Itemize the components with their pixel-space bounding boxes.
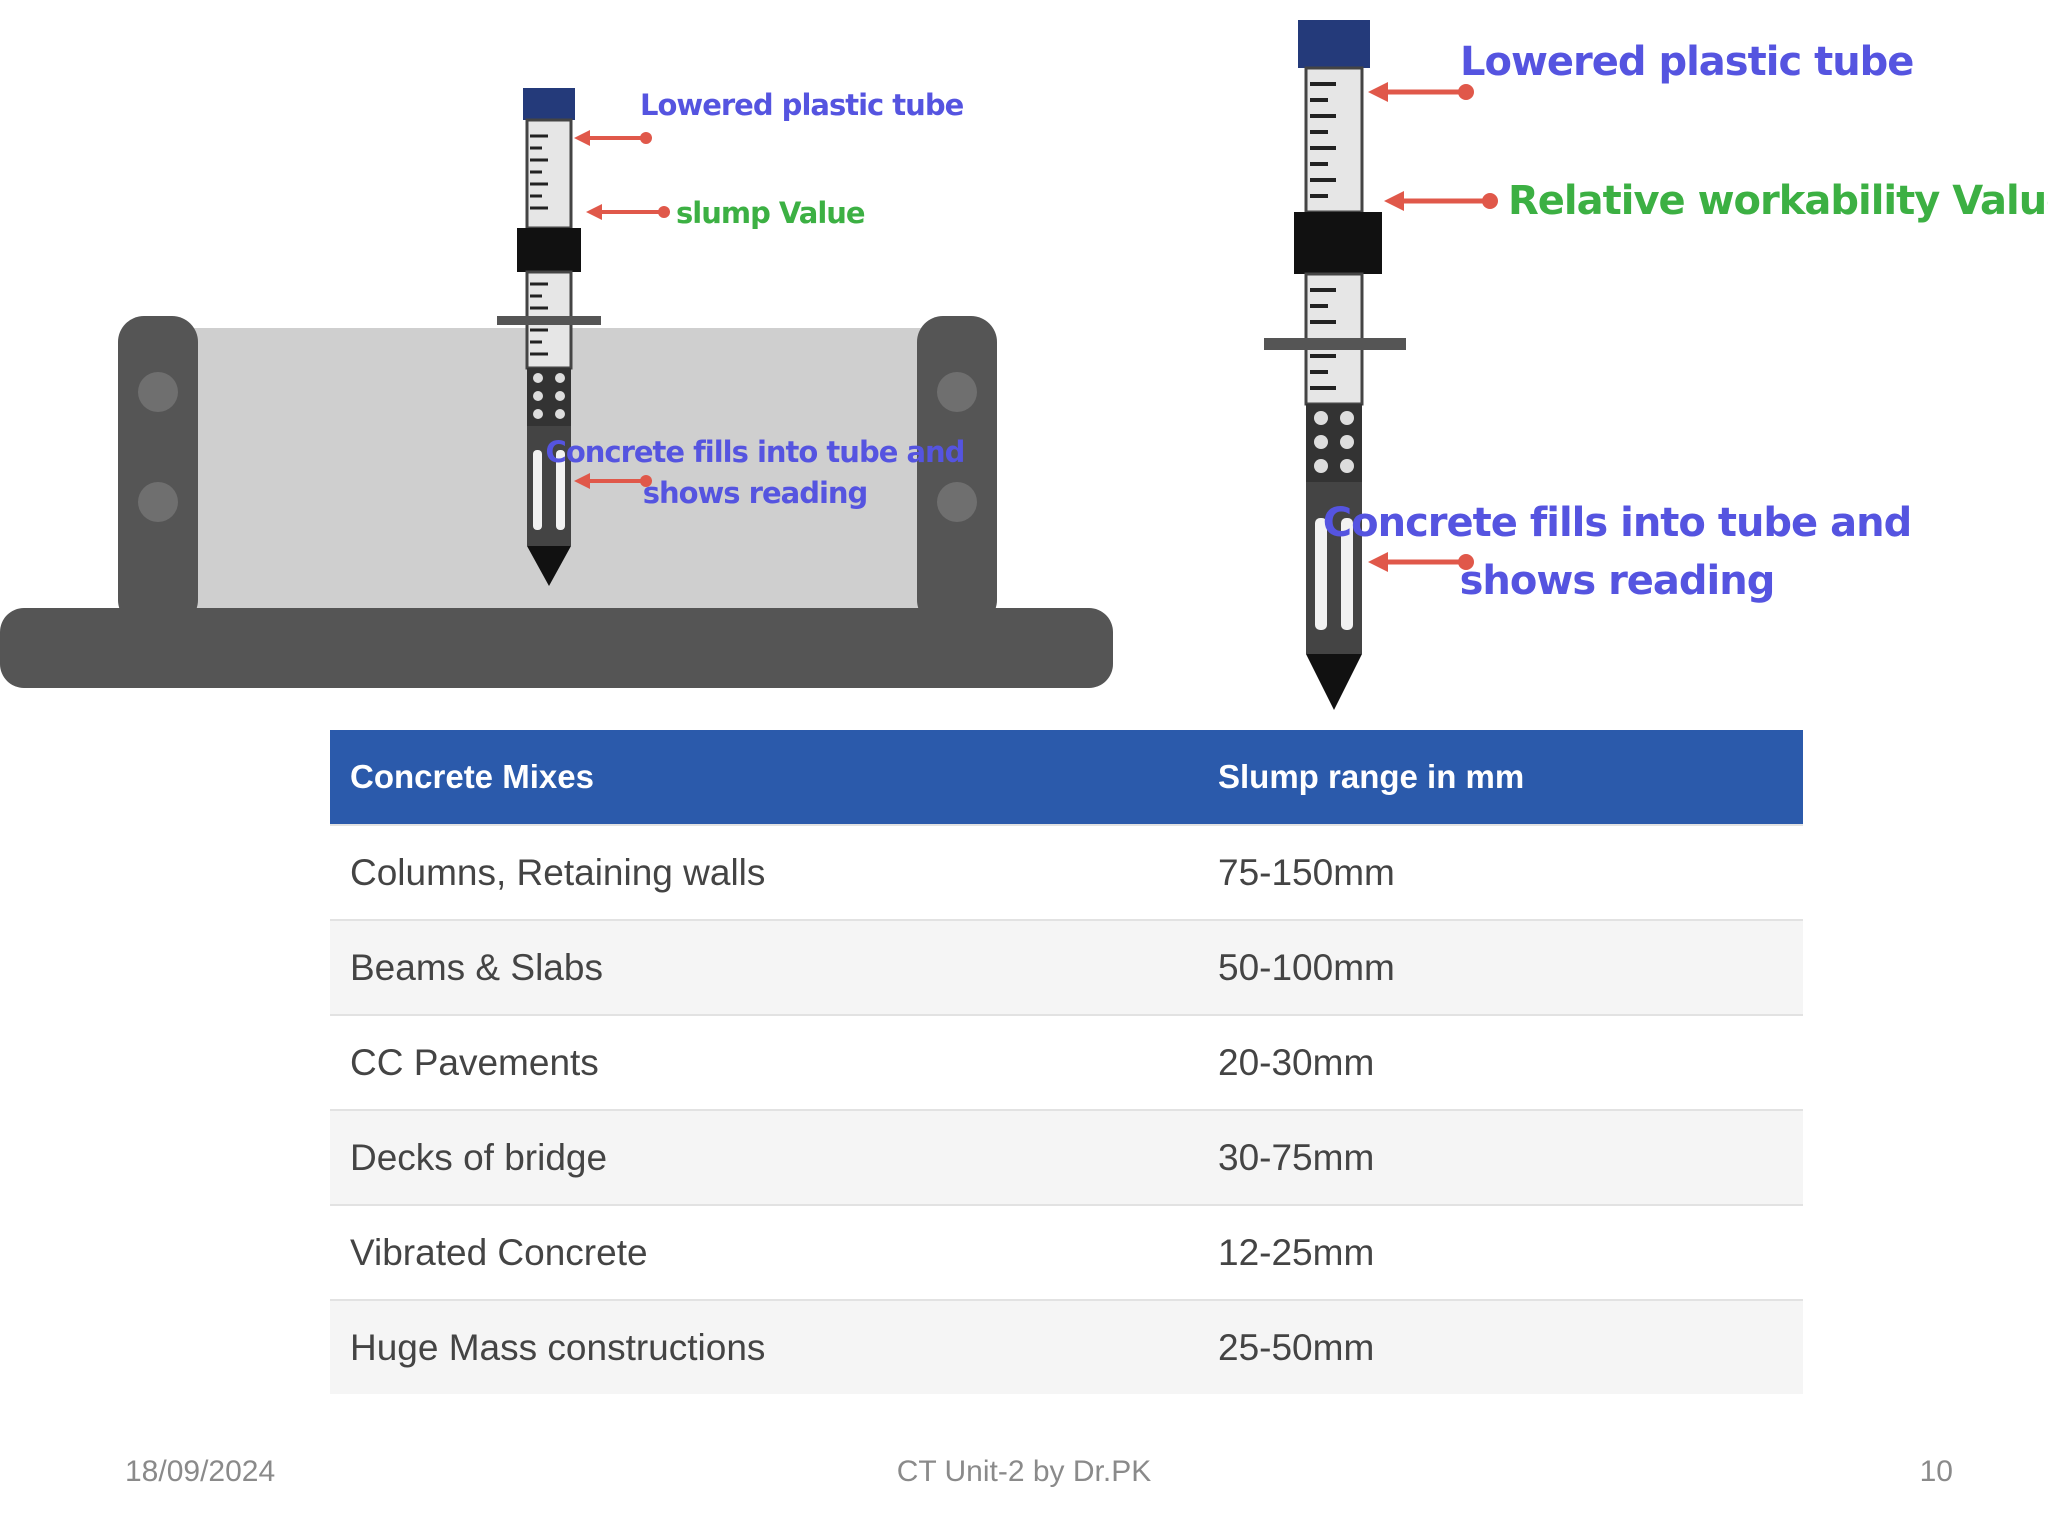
cell-mix: Beams & Slabs — [350, 946, 603, 988]
table-row: CC Pavements 20-30mm — [330, 1014, 1803, 1109]
label-relative-workability: Relative workability Value — [1508, 178, 2048, 224]
table-row: Columns, Retaining walls 75-150mm — [330, 824, 1803, 919]
cell-range: 20-30mm — [1218, 1041, 1375, 1083]
cell-mix: Decks of bridge — [350, 1136, 608, 1178]
container-wall-left — [118, 316, 198, 626]
label-concrete-fills: Concrete fills into tube and — [546, 435, 965, 469]
container-base — [0, 608, 1113, 688]
container-wall-right — [917, 316, 997, 626]
table-header: Concrete Mixes Slump range in mm — [330, 730, 1803, 824]
cell-mix: CC Pavements — [350, 1041, 599, 1083]
cell-range: 25-50mm — [1218, 1326, 1375, 1368]
kelly-ball-apparatus-diagram: Lowered plastic tube slump Value Concret… — [0, 88, 1113, 688]
cell-range: 75-150mm — [1218, 851, 1395, 893]
bolt-icon — [937, 482, 977, 522]
table-row: Decks of bridge 30-75mm — [330, 1109, 1803, 1204]
table-row: Vibrated Concrete 12-25mm — [330, 1204, 1803, 1299]
label-concrete-fills-detail: Concrete fills into tube and — [1323, 500, 1911, 546]
footer-title: CT Unit-2 by Dr.PK — [896, 1455, 1152, 1488]
cell-range: 12-25mm — [1218, 1231, 1375, 1273]
slump-range-table: Concrete Mixes Slump range in mm Columns… — [330, 730, 1803, 1394]
bolt-icon — [138, 372, 178, 412]
header-concrete-mixes: Concrete Mixes — [350, 758, 594, 795]
footer-page-number: 10 — [1919, 1455, 1953, 1488]
label-lowered-tube-detail: Lowered plastic tube — [1460, 39, 1913, 85]
cell-range: 30-75mm — [1218, 1136, 1375, 1178]
table-row: Huge Mass constructions 25-50mm — [330, 1299, 1803, 1394]
label-lowered-tube: Lowered plastic tube — [640, 88, 964, 122]
plunger-tube — [497, 88, 601, 586]
cell-mix: Vibrated Concrete — [350, 1231, 648, 1273]
label-shows-reading: shows reading — [643, 476, 868, 510]
plunger-detail-diagram: Lowered plastic tube Relative workabilit… — [1264, 20, 2048, 710]
bolt-icon — [937, 372, 977, 412]
footer-date: 18/09/2024 — [125, 1455, 276, 1488]
label-shows-reading-detail: shows reading — [1460, 558, 1775, 604]
table-body: Columns, Retaining walls 75-150mm Beams … — [330, 824, 1803, 1394]
header-slump-range: Slump range in mm — [1218, 758, 1525, 795]
bolt-icon — [138, 482, 178, 522]
cell-mix: Columns, Retaining walls — [350, 851, 766, 893]
label-slump-value: slump Value — [676, 196, 865, 230]
table-row: Beams & Slabs 50-100mm — [330, 919, 1803, 1014]
cell-range: 50-100mm — [1218, 946, 1395, 988]
plunger-tube-detail — [1264, 20, 1406, 710]
cell-mix: Huge Mass constructions — [350, 1326, 766, 1368]
